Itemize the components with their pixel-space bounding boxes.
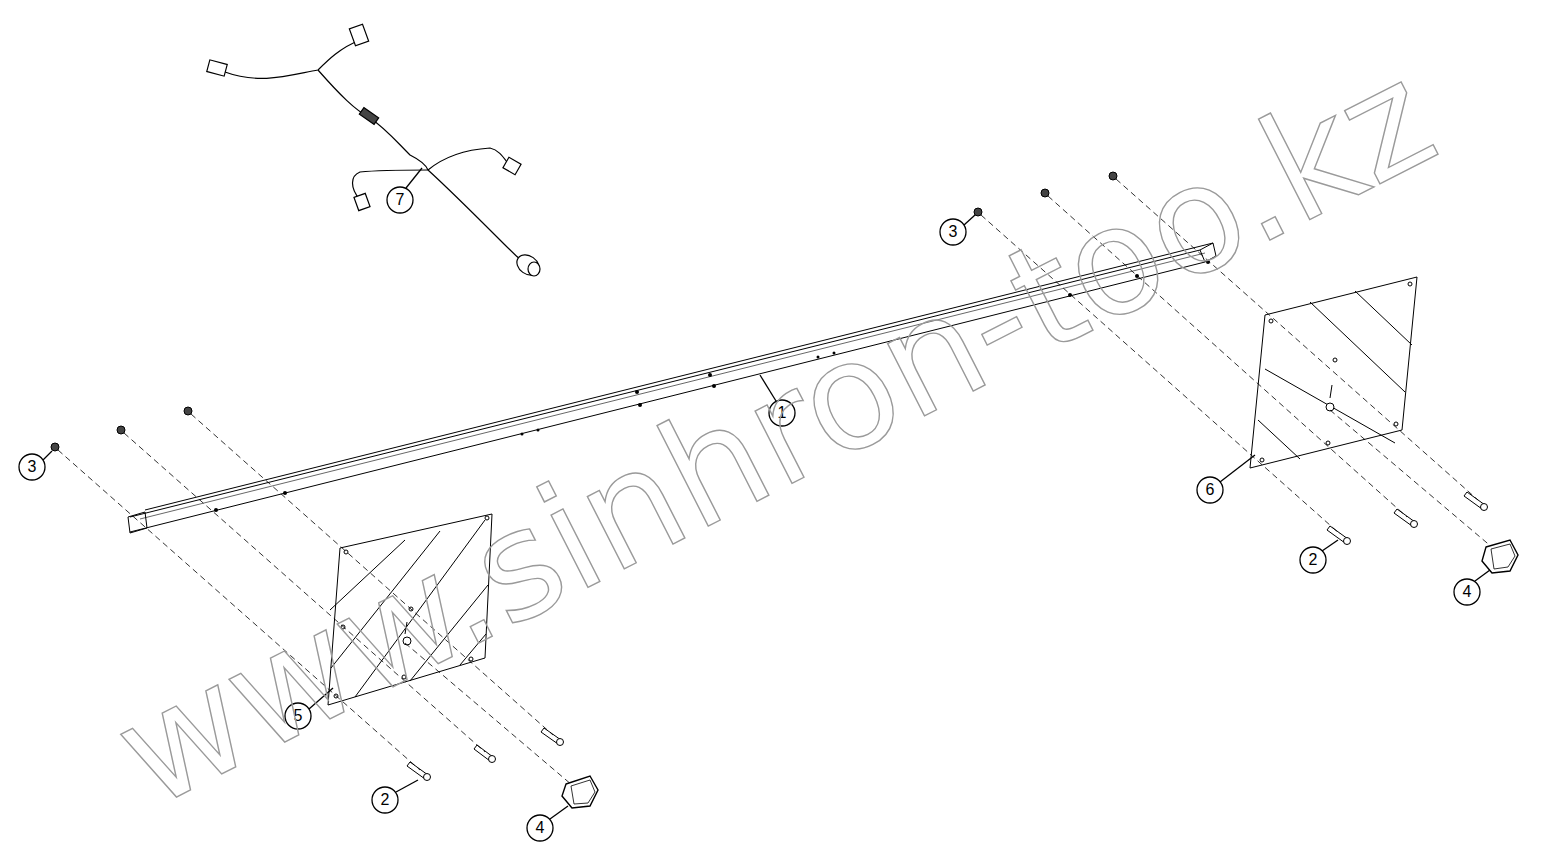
callout-number: 3 — [949, 224, 958, 240]
callout-number: 6 — [1206, 482, 1215, 498]
callout-number: 3 — [28, 459, 37, 475]
warning-plate-right — [1250, 277, 1417, 468]
callout-number: 7 — [396, 192, 405, 208]
callout-number: 2 — [381, 792, 390, 808]
callout-number: 4 — [1463, 584, 1472, 600]
watermark: www.sinhron-too.kz — [95, 40, 1454, 831]
wiring-harness — [207, 24, 543, 279]
callout-number: 4 — [536, 820, 545, 836]
marker-lamps — [562, 540, 1518, 808]
callout-number: 2 — [1309, 552, 1318, 568]
